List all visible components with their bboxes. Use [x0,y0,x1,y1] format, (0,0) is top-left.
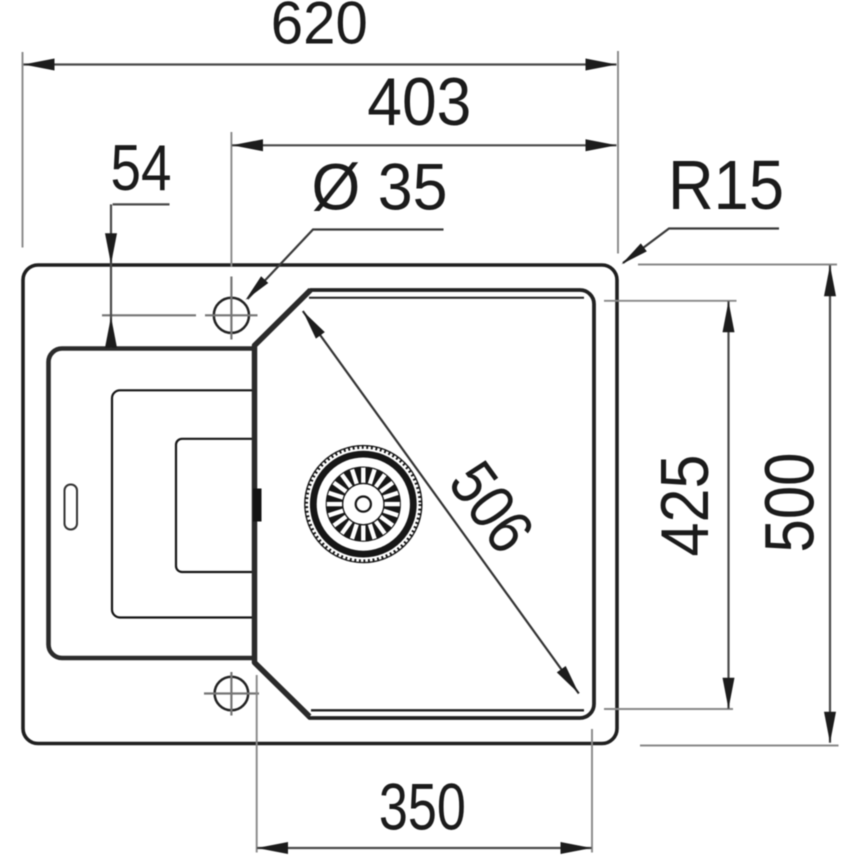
svg-text:Ø 35: Ø 35 [312,150,448,224]
svg-text:500: 500 [750,453,828,553]
svg-text:425: 425 [647,455,723,557]
svg-text:54: 54 [111,131,172,204]
svg-text:620: 620 [271,0,368,57]
svg-text:R15: R15 [668,146,784,224]
svg-text:350: 350 [379,770,466,844]
svg-text:403: 403 [367,64,471,140]
